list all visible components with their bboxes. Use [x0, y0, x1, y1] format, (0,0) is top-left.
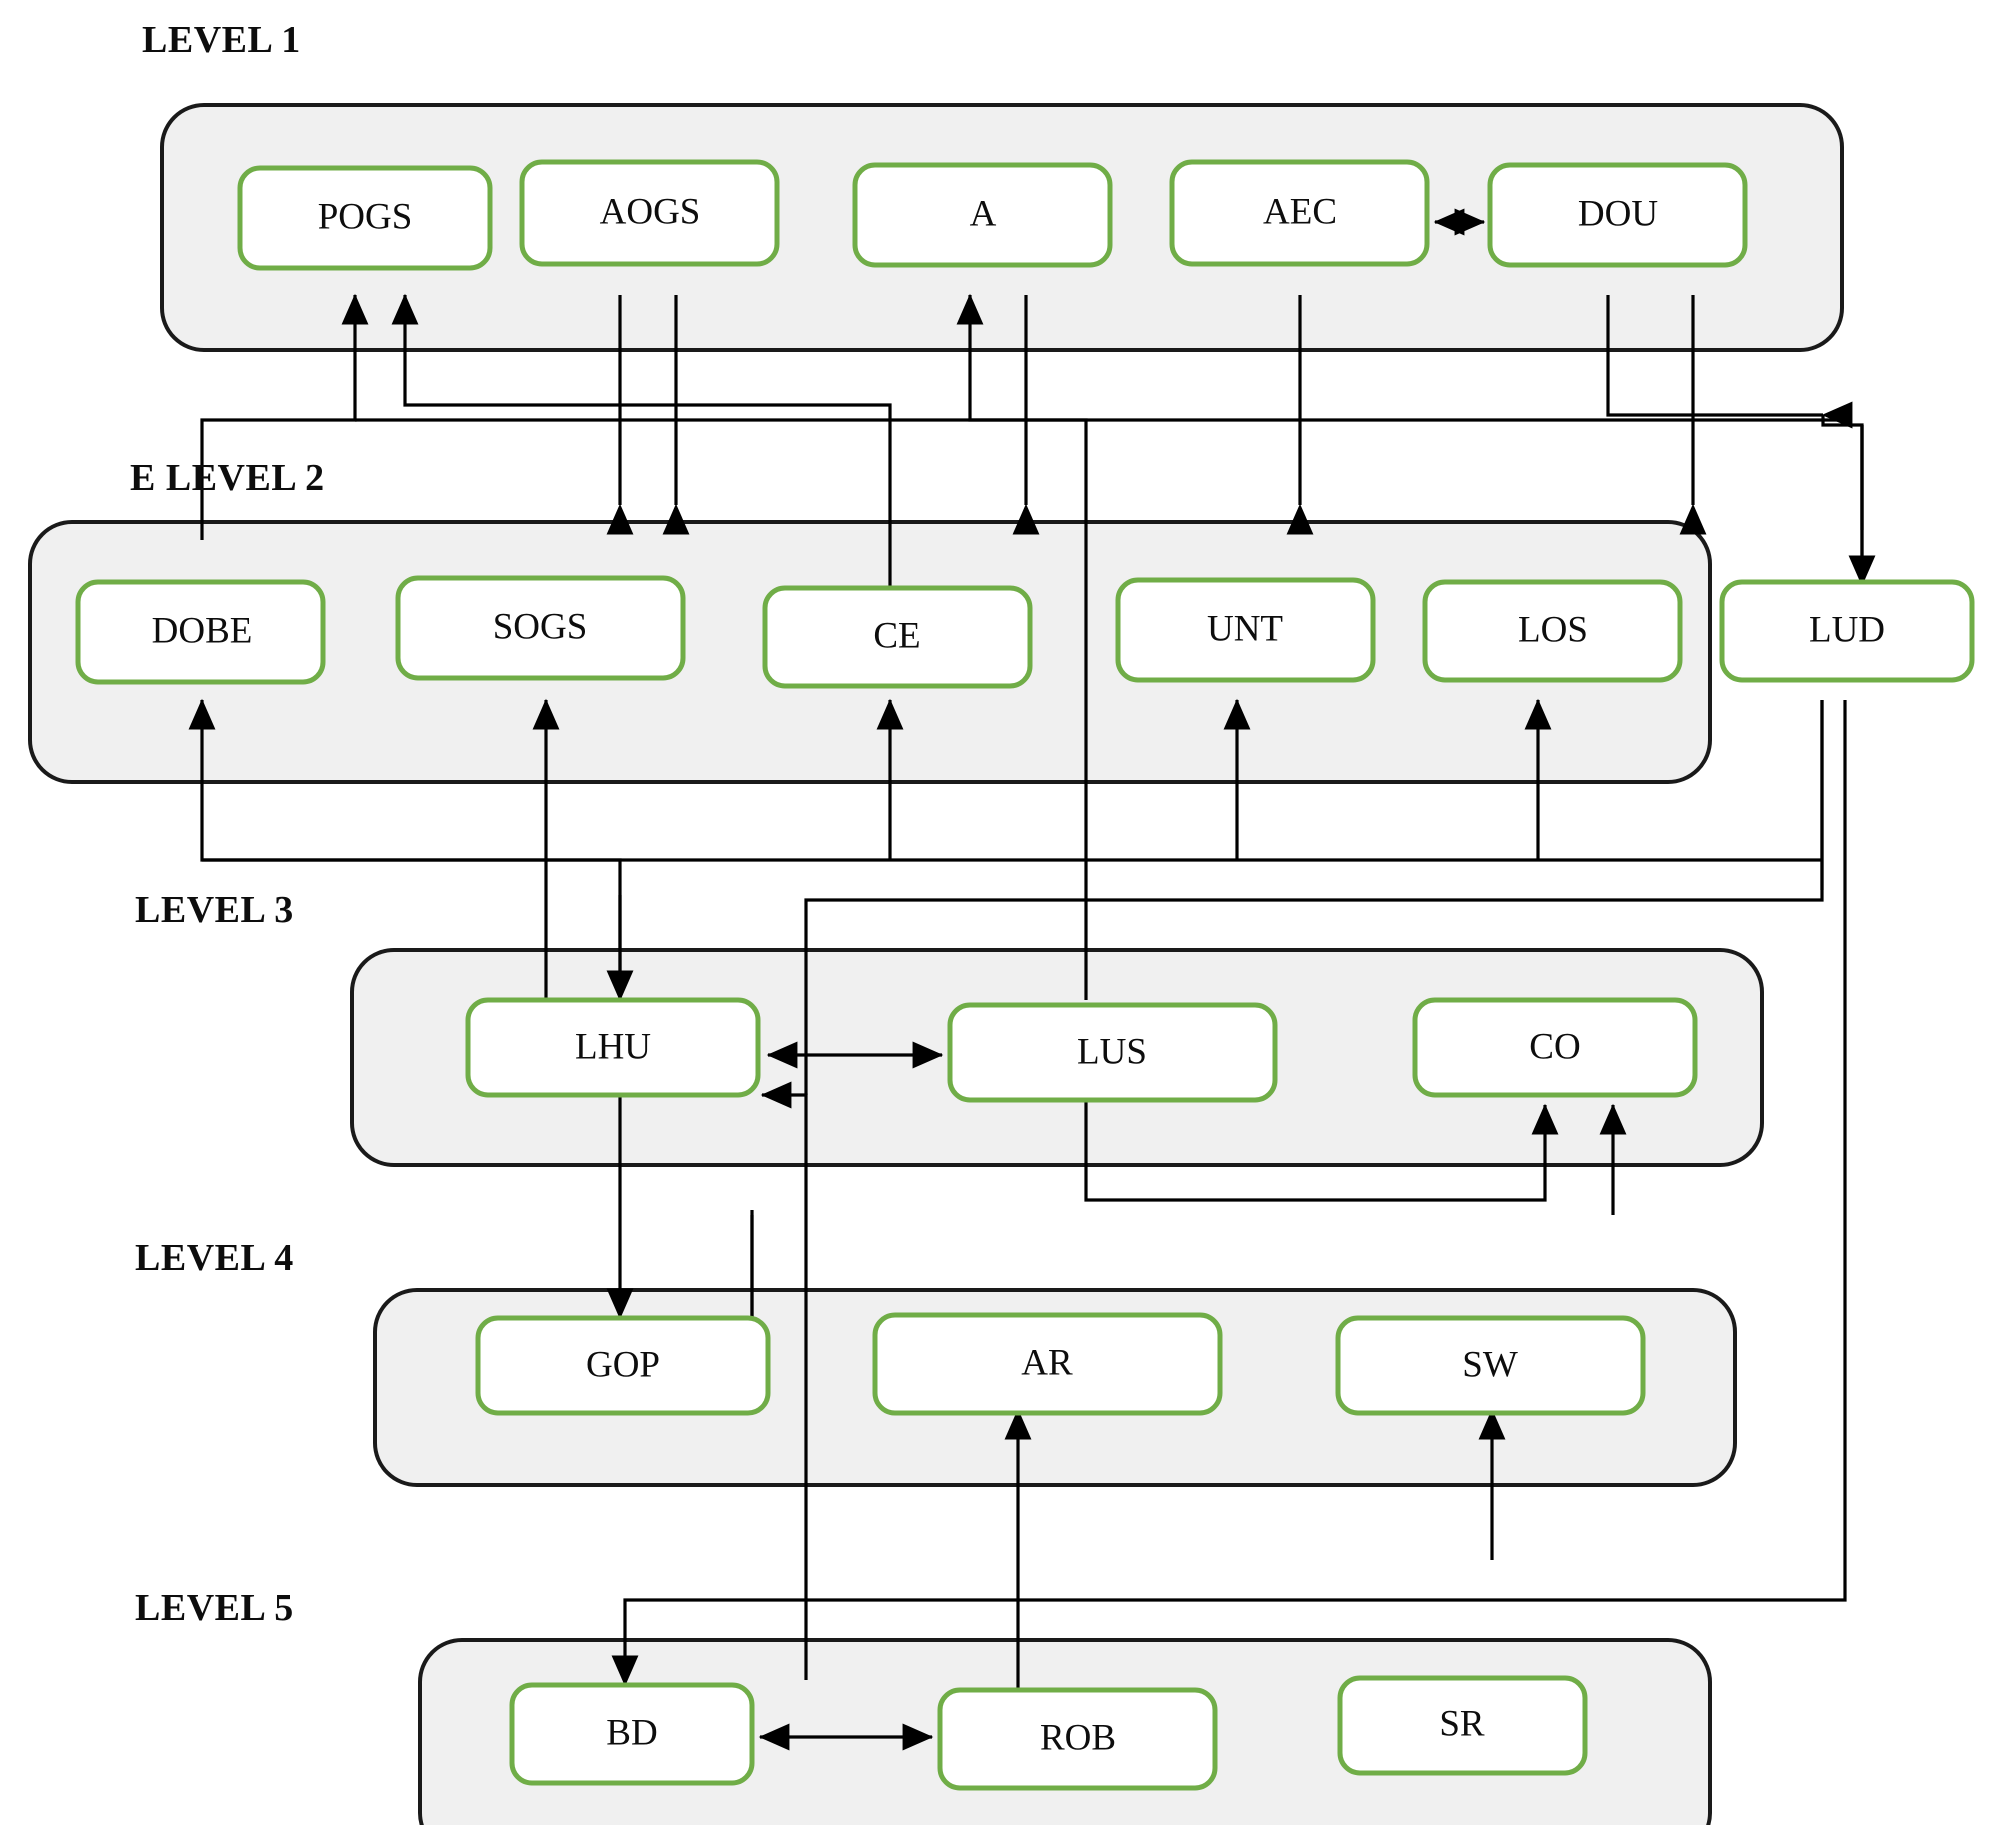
level-2-label: E LEVEL 2 [130, 457, 325, 499]
node-label-AOGS: AOGS [600, 191, 701, 232]
node-label-A: A [970, 193, 997, 234]
node-label-DOU: DOU [1578, 193, 1658, 234]
level-3-label: LEVEL 3 [135, 889, 294, 931]
node-label-POGS: POGS [318, 196, 413, 237]
node-DOBE[interactable]: DOBE [75, 579, 326, 685]
node-AEC[interactable]: AEC [1169, 159, 1430, 267]
edge-lud-dou [1606, 295, 1853, 429]
node-BD[interactable]: BD [509, 1682, 755, 1786]
node-LHU[interactable]: LHU [465, 997, 761, 1098]
node-label-GOP: GOP [586, 1344, 660, 1385]
node-AR[interactable]: AR [872, 1312, 1223, 1416]
node-AOGS[interactable]: AOGS [519, 159, 780, 267]
edge-dobe-pogs [200, 293, 369, 540]
node-LUD[interactable]: LUD [1719, 579, 1975, 683]
node-label-SOGS: SOGS [493, 606, 588, 647]
node-label-AR: AR [1021, 1342, 1073, 1383]
node-SOGS[interactable]: SOGS [395, 575, 686, 681]
node-label-LUS: LUS [1077, 1031, 1147, 1072]
level-5-label: LEVEL 5 [135, 1587, 294, 1629]
node-label-SR: SR [1439, 1703, 1485, 1744]
node-label-AEC: AEC [1263, 191, 1337, 232]
node-SW[interactable]: SW [1335, 1315, 1646, 1416]
node-POGS[interactable]: POGS [237, 165, 493, 271]
node-label-ROB: ROB [1040, 1717, 1116, 1758]
node-label-SW: SW [1462, 1344, 1518, 1385]
level-1-label: LEVEL 1 [142, 19, 301, 61]
node-UNT[interactable]: UNT [1115, 577, 1376, 683]
node-label-CO: CO [1529, 1026, 1580, 1067]
node-ROB[interactable]: ROB [937, 1687, 1218, 1791]
node-label-CE: CE [873, 615, 920, 656]
node-A[interactable]: A [852, 162, 1113, 268]
node-label-LOS: LOS [1518, 609, 1588, 650]
edge-dou-lud [1821, 415, 1864, 590]
node-SR[interactable]: SR [1337, 1675, 1588, 1776]
node-DOU[interactable]: DOU [1487, 162, 1748, 268]
node-label-LUD: LUD [1809, 609, 1885, 650]
edge-layer [188, 293, 1876, 1690]
edge-lud-lhu [804, 700, 1824, 1095]
node-LUS[interactable]: LUS [947, 1002, 1278, 1103]
edge-ce-pogs [391, 293, 892, 640]
node-label-LHU: LHU [575, 1026, 651, 1067]
node-LOS[interactable]: LOS [1422, 579, 1683, 683]
edge-lud-bd [611, 700, 1847, 1687]
node-label-UNT: UNT [1207, 608, 1283, 649]
node-label-DOBE: DOBE [152, 610, 253, 651]
node-CO[interactable]: CO [1412, 997, 1698, 1098]
node-label-BD: BD [606, 1712, 657, 1753]
node-GOP[interactable]: GOP [475, 1315, 771, 1416]
node-CE[interactable]: CE [762, 585, 1033, 689]
edge-lus-co [1084, 1100, 1559, 1202]
level-4-label: LEVEL 4 [135, 1237, 294, 1279]
